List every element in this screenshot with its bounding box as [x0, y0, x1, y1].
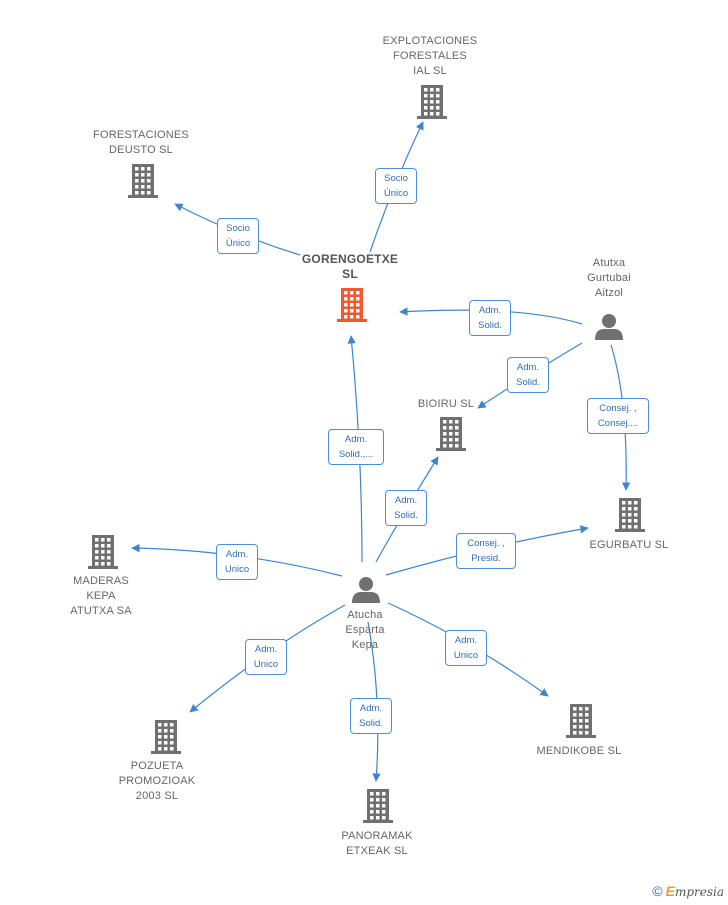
edge-label-atutxa_gurtubai-to-gorengoetxe[interactable]: Adm. Solid.	[469, 300, 511, 336]
node-label-explotaciones[interactable]: EXPLOTACIONES FORESTALES IAL SL	[382, 35, 478, 77]
edge-label-atucha-to-bioiru[interactable]: Adm. Solid.	[385, 490, 427, 526]
edge-label-gorengoetxe-to-forestaciones[interactable]: Socio Único	[217, 218, 259, 254]
building-icon-panoramak[interactable]	[363, 789, 393, 823]
building-icon-bioiru[interactable]	[436, 417, 466, 451]
brand-footer: ©Empresia	[652, 883, 724, 899]
node-label-maderas[interactable]: MADERAS KEPA ATUTXA SA	[70, 575, 132, 617]
edge-label-atucha-to-mendikobe[interactable]: Adm. Unico	[445, 630, 487, 666]
node-label-bioiru[interactable]: BIOIRU SL	[417, 398, 475, 410]
edge-label-atutxa_gurtubai-to-bioiru[interactable]: Adm. Solid.	[507, 357, 549, 393]
node-label-gorengoetxe[interactable]: GORENGOETXE SL	[301, 252, 399, 281]
node-label-atutxa_gurtubai[interactable]: Atutxa Gurtubai Aitzol	[587, 257, 631, 299]
edge-label-atucha-to-maderas[interactable]: Adm. Unico	[216, 544, 258, 580]
edge-label-atutxa_gurtubai-to-egurbatu[interactable]: Consej. , Consej....	[587, 398, 649, 434]
node-label-atucha[interactable]: Atucha Esparta Kepa	[345, 609, 385, 651]
building-icon-pozueta[interactable]	[151, 720, 181, 754]
copyright-icon: ©	[652, 883, 663, 899]
person-icon-atutxa_gurtubai[interactable]	[595, 314, 623, 340]
node-label-panoramak[interactable]: PANORAMAK ETXEAK SL	[341, 830, 413, 857]
brand-logo-initial: E	[665, 883, 675, 899]
node-label-mendikobe[interactable]: MENDIKOBE SL	[536, 745, 622, 757]
building-icon-gorengoetxe[interactable]	[337, 288, 367, 322]
brand-logo-text: mpresia	[674, 885, 724, 899]
building-icon-forestaciones[interactable]	[128, 164, 158, 198]
building-icon-egurbatu[interactable]	[615, 498, 645, 532]
edge-label-atucha-to-egurbatu[interactable]: Consej. , Presid.	[456, 533, 516, 569]
edge-label-atucha-to-gorengoetxe[interactable]: Adm. Solid.,...	[328, 429, 384, 465]
node-label-egurbatu[interactable]: EGURBATU SL	[589, 539, 669, 551]
node-label-forestaciones[interactable]: FORESTACIONES DEUSTO SL	[93, 129, 189, 156]
building-icon-maderas[interactable]	[88, 535, 118, 569]
building-icon-explotaciones[interactable]	[417, 85, 447, 119]
person-icon-atucha[interactable]	[352, 577, 380, 603]
node-label-pozueta[interactable]: POZUETA PROMOZIOAK 2003 SL	[118, 760, 196, 802]
building-icon-mendikobe[interactable]	[566, 704, 596, 738]
edge-label-atucha-to-pozueta[interactable]: Adm. Unico	[245, 639, 287, 675]
edge-label-gorengoetxe-to-explotaciones[interactable]: Socio Único	[375, 168, 417, 204]
edge-label-atucha-to-panoramak[interactable]: Adm. Solid.	[350, 698, 392, 734]
